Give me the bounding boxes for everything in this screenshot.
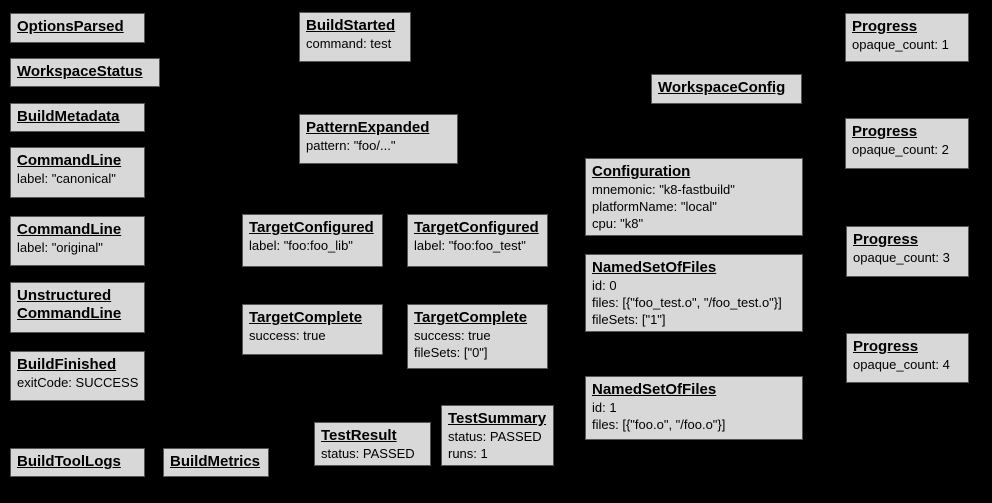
event-node-attribute: opaque_count: 2	[852, 142, 949, 157]
event-node-attribute: pattern: "foo/..."	[306, 138, 396, 153]
event-node-attribute: fileSets: ["0"]	[414, 345, 488, 360]
event-node-title: TargetConfigured	[249, 219, 374, 236]
event-node-attribute: label: "canonical"	[17, 171, 116, 186]
event-node-target-complete-foo-lib: TargetComplete success: true	[242, 304, 383, 355]
event-node-title: CommandLine	[17, 221, 122, 238]
event-node-title: TestResult	[321, 427, 397, 444]
event-node-attribute: id: 0	[592, 278, 617, 293]
event-node-target-configured-foo-test: TargetConfigured label: "foo:foo_test"	[407, 214, 548, 267]
event-node-progress-1: Progress opaque_count: 1	[845, 13, 969, 62]
event-node-attribute: opaque_count: 4	[853, 357, 950, 372]
event-node-named-set-of-files-1: NamedSetOfFiles id: 1 files: [{"foo.o", "/…	[585, 376, 803, 440]
event-node-title: WorkspaceConfig	[658, 79, 786, 96]
event-node-attribute: status: PASSED	[448, 429, 542, 444]
event-node-title: Progress	[852, 18, 918, 35]
event-node-attribute: runs: 1	[448, 446, 488, 461]
event-node-attribute: success: true	[249, 328, 326, 343]
event-node-title: OptionsParsed	[17, 18, 124, 35]
event-node-options-parsed: OptionsParsed	[10, 13, 145, 43]
event-node-progress-3: Progress opaque_count: 3	[846, 226, 969, 277]
event-node-title: TargetComplete	[414, 309, 528, 326]
event-node-attribute: status: PASSED	[321, 446, 415, 461]
event-node-attribute: success: true	[414, 328, 491, 343]
event-node-command-line-canonical: CommandLine label: "canonical"	[10, 147, 145, 198]
event-node-target-complete-foo-test: TargetComplete success: true fileSets: ["0…	[407, 304, 548, 369]
event-node-title: PatternExpanded	[306, 119, 430, 136]
event-node-test-summary: TestSummary status: PASSED runs: 1	[441, 405, 554, 466]
event-node-title: Unstructured CommandLine	[17, 287, 122, 322]
event-node-attribute: id: 1	[592, 400, 617, 415]
event-node-title: Progress	[853, 231, 919, 248]
event-node-title: BuildStarted	[306, 17, 396, 34]
event-node-attribute: label: "foo:foo_test"	[414, 238, 526, 253]
event-node-build-started: BuildStarted command: test	[299, 12, 411, 62]
event-node-unstructured-command-line: Unstructured CommandLine	[10, 282, 145, 333]
event-node-title: BuildMetadata	[17, 108, 120, 125]
event-node-progress-2: Progress opaque_count: 2	[845, 118, 969, 169]
event-node-build-tool-logs: BuildToolLogs	[10, 448, 145, 477]
event-node-title: BuildMetrics	[170, 453, 261, 470]
event-node-title: TargetConfigured	[414, 219, 539, 236]
event-node-attribute: fileSets: ["1"]	[592, 312, 666, 327]
event-node-workspace-status: WorkspaceStatus	[10, 58, 160, 87]
event-node-test-result: TestResult status: PASSED	[314, 422, 431, 466]
event-node-title: TestSummary	[448, 410, 547, 427]
event-node-build-finished: BuildFinished exitCode: SUCCESS	[10, 351, 145, 401]
event-node-title: BuildToolLogs	[17, 453, 121, 470]
event-node-pattern-expanded: PatternExpanded pattern: "foo/..."	[299, 114, 458, 164]
event-node-title: CommandLine	[17, 152, 122, 169]
event-node-attribute: opaque_count: 3	[853, 250, 950, 265]
event-node-configuration: Configuration mnemonic: "k8-fastbuild" pla…	[585, 158, 803, 236]
event-node-target-configured-foo-lib: TargetConfigured label: "foo:foo_lib"	[242, 214, 383, 267]
event-node-attribute: files: [{"foo.o", "/foo.o"}]	[592, 417, 726, 432]
event-node-title: TargetComplete	[249, 309, 363, 326]
event-node-attribute: label: "foo:foo_lib"	[249, 238, 353, 253]
event-node-command-line-original: CommandLine label: "original"	[10, 216, 145, 266]
event-node-title: Progress	[852, 123, 918, 140]
event-node-attribute: label: "original"	[17, 240, 103, 255]
event-node-progress-4: Progress opaque_count: 4	[846, 333, 969, 383]
event-node-title: Configuration	[592, 163, 691, 180]
event-node-attribute: exitCode: SUCCESS	[17, 375, 139, 390]
event-node-named-set-of-files-0: NamedSetOfFiles id: 0 files: [{"foo_test.o…	[585, 254, 803, 332]
event-node-attribute: platformName: "local"	[592, 199, 717, 214]
event-node-attribute: mnemonic: "k8-fastbuild"	[592, 182, 735, 197]
event-node-attribute: files: [{"foo_test.o", "/foo_test.o"}]	[592, 295, 782, 310]
event-node-title: NamedSetOfFiles	[592, 381, 717, 398]
event-node-build-metadata: BuildMetadata	[10, 103, 145, 132]
event-node-title: WorkspaceStatus	[17, 63, 143, 80]
event-node-title: BuildFinished	[17, 356, 117, 373]
event-node-attribute: command: test	[306, 36, 392, 51]
event-node-attribute: opaque_count: 1	[852, 37, 949, 52]
event-node-title: Progress	[853, 338, 919, 355]
event-node-attribute: cpu: "k8"	[592, 216, 644, 231]
event-node-build-metrics: BuildMetrics	[163, 448, 269, 477]
event-node-workspace-config: WorkspaceConfig	[651, 74, 802, 104]
event-node-title: NamedSetOfFiles	[592, 259, 717, 276]
